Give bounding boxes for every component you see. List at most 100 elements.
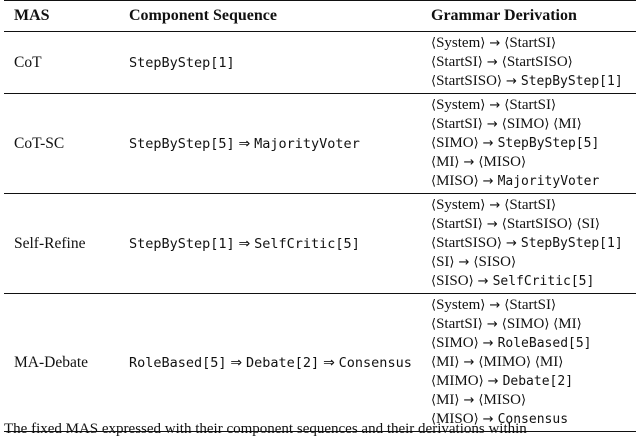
angle-bracket-left: ⟨ <box>501 317 507 332</box>
nonterminal-symbol: System <box>436 35 481 51</box>
nonterminal-symbol: StartSI <box>436 316 478 332</box>
component-name: Consensus <box>338 354 412 371</box>
nonterminal-symbol: StartSISO <box>506 216 568 232</box>
component-name: StepByStep[1] <box>129 54 235 71</box>
angle-bracket-right: ⟩ <box>478 374 484 389</box>
angle-bracket-left: ⟨ <box>431 274 437 289</box>
nonterminal-symbol: StartSISO <box>436 235 497 251</box>
terminal-symbol: StepByStep[5] <box>497 136 600 151</box>
derives-arrow: → <box>463 393 475 408</box>
angle-bracket-right: ⟩ <box>551 98 557 113</box>
angle-bracket-left: ⟨ <box>431 355 437 370</box>
angle-bracket-left: ⟨ <box>553 317 559 332</box>
nonterminal-symbol: System <box>436 297 481 313</box>
sequence-arrow: ⇒ <box>238 135 251 152</box>
nonterminal-symbol: MISO <box>483 154 521 170</box>
derivation-rule: ⟨MISO⟩→Consensus <box>431 410 636 429</box>
derivation-rule: ⟨System⟩→⟨StartSI⟩ <box>431 196 636 215</box>
table-row: MA-Debate RoleBased[5] ⇒ Debate[2] ⇒ Con… <box>4 294 636 432</box>
mas-name: MA-Debate <box>14 353 89 371</box>
nonterminal-symbol: StartSI <box>509 35 551 51</box>
derivation-rule: ⟨StartSI⟩→⟨SIMO⟩ ⟨MI⟩ <box>431 315 636 334</box>
nonterminal-symbol: MI <box>539 354 559 370</box>
angle-bracket-right: ⟩ <box>480 298 486 313</box>
component-name: Debate[2] <box>246 354 320 371</box>
nonterminal-symbol: StartSI <box>436 116 478 132</box>
table-header-row: MAS Component Sequence Grammar Derivatio… <box>4 0 636 32</box>
angle-bracket-left: ⟨ <box>504 198 510 213</box>
angle-bracket-left: ⟨ <box>553 117 559 132</box>
derives-arrow: → <box>489 98 501 113</box>
angle-bracket-right: ⟩ <box>576 317 582 332</box>
grammar-derivation: ⟨System⟩→⟨StartSI⟩⟨StartSI⟩→⟨StartSISO⟩ … <box>421 194 636 294</box>
derivation-rule: ⟨MI⟩→⟨MIMO⟩ ⟨MI⟩ <box>431 353 636 372</box>
angle-bracket-right: ⟩ <box>496 236 502 251</box>
sequence-arrow: ⇒ <box>323 354 335 371</box>
angle-bracket-left: ⟨ <box>431 155 437 170</box>
table-caption: The fixed MAS expressed with their compo… <box>4 421 527 437</box>
nonterminal-symbol: StartSI <box>509 297 551 313</box>
mas-name: CoT <box>14 53 42 71</box>
nonterminal-symbol: MI <box>436 154 455 170</box>
angle-bracket-left: ⟨ <box>431 36 437 51</box>
angle-bracket-right: ⟩ <box>576 117 582 132</box>
mas-grammar-table: MAS Component Sequence Grammar Derivatio… <box>4 0 636 432</box>
angle-bracket-left: ⟨ <box>431 174 437 189</box>
component-sequence: StepByStep[1] <box>119 32 421 94</box>
angle-bracket-left: ⟨ <box>431 236 437 251</box>
angle-bracket-right: ⟩ <box>473 336 479 351</box>
derivation-rule: ⟨SIMO⟩→RoleBased[5] <box>431 334 636 353</box>
derives-arrow: → <box>489 198 501 213</box>
derives-arrow: → <box>477 274 489 289</box>
terminal-symbol: Consensus <box>497 412 569 427</box>
angle-bracket-right: ⟩ <box>567 55 573 70</box>
angle-bracket-left: ⟨ <box>431 412 437 427</box>
derives-arrow: → <box>463 355 475 370</box>
derives-arrow: → <box>458 255 470 270</box>
nonterminal-symbol: SI <box>436 254 450 270</box>
angle-bracket-left: ⟨ <box>431 298 437 313</box>
angle-bracket-left: ⟨ <box>431 374 437 389</box>
nonterminal-symbol: StartSI <box>509 197 551 213</box>
derivation-rule: ⟨MISO⟩→MajorityVoter <box>431 172 636 191</box>
derives-arrow: → <box>482 412 494 427</box>
derivation-rule: ⟨MIMO⟩→Debate[2] <box>431 372 636 391</box>
angle-bracket-left: ⟨ <box>576 217 582 232</box>
angle-bracket-left: ⟨ <box>504 36 510 51</box>
angle-bracket-right: ⟩ <box>473 412 479 427</box>
angle-bracket-left: ⟨ <box>501 217 507 232</box>
angle-bracket-right: ⟩ <box>544 117 550 132</box>
derives-arrow: → <box>486 217 498 232</box>
nonterminal-symbol: SISO <box>436 273 469 289</box>
header-mas: MAS <box>14 7 50 24</box>
nonterminal-symbol: MI <box>558 116 577 132</box>
angle-bracket-right: ⟩ <box>454 355 460 370</box>
angle-bracket-left: ⟨ <box>431 98 437 113</box>
table-row: Self-Refine StepByStep[1] ⇒ SelfCritic[5… <box>4 194 636 294</box>
nonterminal-symbol: StartSI <box>436 216 478 232</box>
derives-arrow: → <box>506 236 517 251</box>
terminal-symbol: StepByStep[1] <box>520 74 623 89</box>
nonterminal-symbol: MI <box>436 354 455 370</box>
grammar-derivation: ⟨System⟩→⟨StartSI⟩⟨StartSI⟩→⟨SIMO⟩ ⟨MI⟩⟨… <box>421 94 636 194</box>
derivation-rule: ⟨StartSI⟩→⟨StartSISO⟩ <box>431 53 636 72</box>
derives-arrow: → <box>489 298 501 313</box>
derivation-rule: ⟨StartSI⟩→⟨SIMO⟩ ⟨MI⟩ <box>431 115 636 134</box>
angle-bracket-right: ⟩ <box>480 36 486 51</box>
derivation-rule: ⟨StartSISO⟩→StepByStep[1] <box>431 72 636 91</box>
nonterminal-symbol: SI <box>581 216 595 232</box>
angle-bracket-right: ⟩ <box>477 217 483 232</box>
nonterminal-symbol: MI <box>436 392 455 408</box>
angle-bracket-left: ⟨ <box>431 336 437 351</box>
derivation-rule: ⟨System⟩→⟨StartSI⟩ <box>431 296 636 315</box>
nonterminal-symbol: StartSI <box>436 54 478 70</box>
derives-arrow: → <box>463 155 475 170</box>
derives-arrow: → <box>482 336 494 351</box>
angle-bracket-right: ⟩ <box>544 317 550 332</box>
terminal-symbol: SelfCritic[5] <box>492 274 595 289</box>
derives-arrow: → <box>506 74 517 89</box>
nonterminal-symbol: MIMO <box>436 373 479 389</box>
component-sequence: RoleBased[5] ⇒ Debate[2] ⇒ Consensus <box>119 294 421 432</box>
angle-bracket-left: ⟨ <box>501 55 507 70</box>
component-name: StepByStep[1] <box>129 235 235 252</box>
